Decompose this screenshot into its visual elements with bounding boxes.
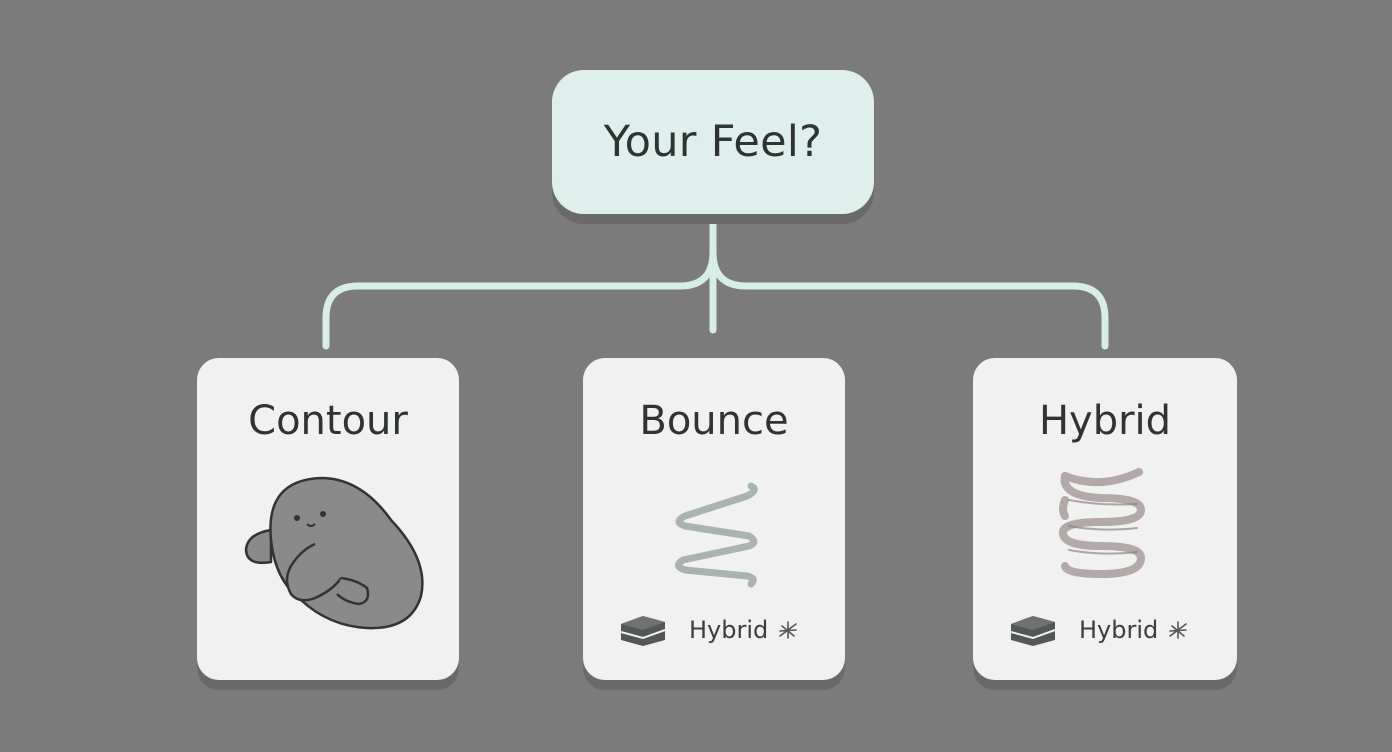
sleeping-blob-icon <box>244 476 424 630</box>
option-card-bounce[interactable]: Bounce Hybrid <box>583 358 845 680</box>
connector-right-branch <box>709 248 1109 350</box>
root-question-node[interactable]: Your Feel? <box>552 70 874 214</box>
option-footer-label-hybrid: Hybrid <box>1079 616 1159 644</box>
root-question-label: Your Feel? <box>603 117 823 167</box>
option-title-bounce: Bounce <box>639 398 789 444</box>
option-card-hybrid[interactable]: Hybrid Hybrid <box>973 358 1237 680</box>
sparkle-icon <box>1169 621 1188 639</box>
coil-spring-icon <box>1059 468 1146 579</box>
spring-icon <box>675 482 758 588</box>
sparkle-icon <box>779 621 798 639</box>
option-title-hybrid: Hybrid <box>1038 398 1172 444</box>
option-footer-hybrid: Hybrid <box>1007 610 1217 650</box>
mattress-icon <box>620 616 666 646</box>
option-footer-label-bounce: Hybrid <box>689 616 769 644</box>
option-footer-bounce: Hybrid <box>617 610 825 650</box>
connector-left-branch <box>322 248 717 350</box>
mattress-icon <box>1010 616 1056 646</box>
option-card-contour[interactable]: Contour <box>197 358 459 680</box>
option-title-contour: Contour <box>248 398 408 444</box>
